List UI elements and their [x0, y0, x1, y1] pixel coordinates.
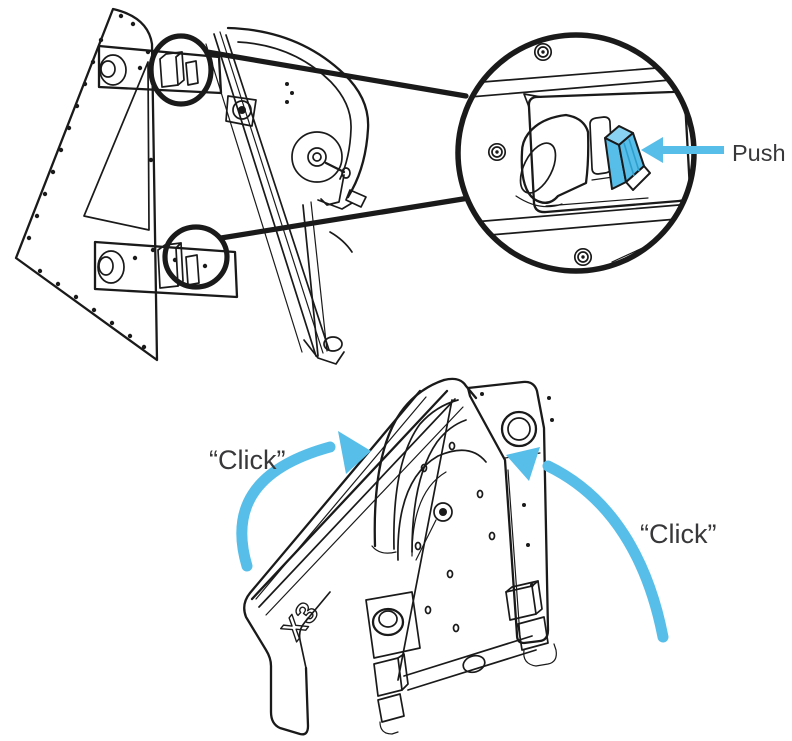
screw-top — [533, 42, 553, 62]
click-label-left: “Click” — [209, 445, 285, 475]
highlight-circle-bottom — [162, 224, 230, 290]
highlight-circle-top — [148, 33, 214, 107]
push-arrow-icon — [641, 137, 724, 163]
click-arrow-left-icon — [236, 431, 371, 572]
push-label: Push — [732, 140, 786, 166]
screw-bottom — [573, 247, 593, 267]
detail-view-art — [460, 37, 692, 267]
click-label-right: “Click” — [640, 519, 716, 549]
callout-line-bottom — [218, 195, 472, 241]
push-tab — [604, 125, 651, 191]
click-arrow-right-icon — [506, 447, 669, 643]
unfolded-frame-illustration: X3 — [243, 377, 557, 736]
frame-logo: X3 — [276, 596, 326, 647]
folded-frame-illustration — [14, 7, 370, 365]
callout-line-top — [204, 49, 469, 99]
screw-left — [487, 142, 507, 162]
